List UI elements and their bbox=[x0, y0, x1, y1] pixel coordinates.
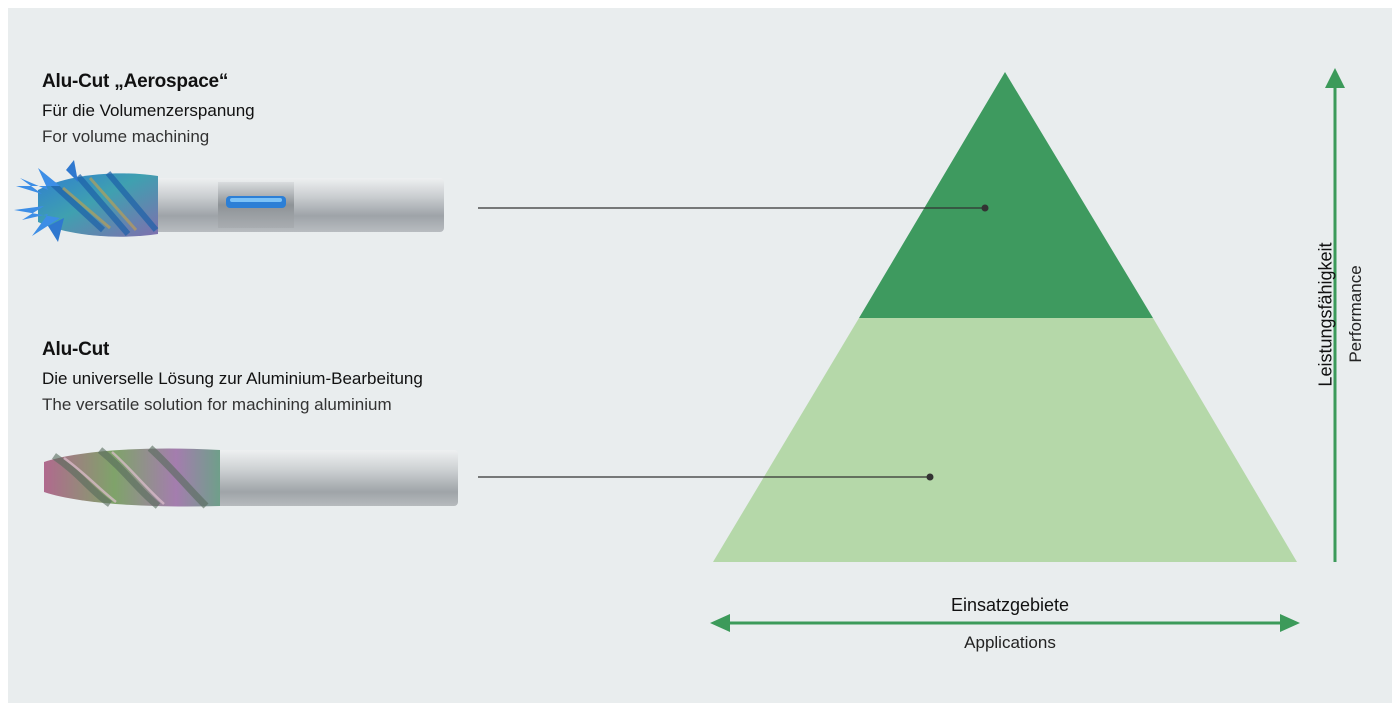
product-title: Alu-Cut „Aerospace“ bbox=[42, 71, 229, 92]
pyramid-tier-bottom bbox=[713, 318, 1297, 562]
product-title: Alu-Cut bbox=[42, 339, 110, 360]
product-aerospace: Alu-Cut „Aerospace“ Für die Volumenzersp… bbox=[42, 70, 255, 149]
arrow-up-head bbox=[1325, 68, 1345, 88]
product-standard: Alu-Cut Die universelle Lösung zur Alumi… bbox=[42, 338, 423, 417]
end-mill-aerospace-illustration bbox=[14, 160, 444, 242]
axis-label-applications-en: Applications bbox=[964, 633, 1056, 652]
axis-label-applications-de: Einsatzgebiete bbox=[950, 595, 1070, 615]
product-subtitle-de: Die universelle Lösung zur Aluminium-Bea… bbox=[42, 369, 423, 388]
product-subtitle-de: Für die Volumenzerspanung bbox=[42, 101, 255, 120]
pyramid-tier-top bbox=[859, 72, 1153, 318]
connector-dot-standard bbox=[926, 473, 934, 481]
product-subtitle-en: The versatile solution for machining alu… bbox=[42, 395, 392, 414]
arrow-left-head bbox=[710, 614, 730, 632]
axis-label-performance-en: Performance bbox=[1346, 265, 1365, 363]
axis-label-performance-de: Leistungsfähigkeit bbox=[1315, 242, 1336, 387]
connector-dot-aerospace bbox=[981, 204, 989, 212]
end-mill-standard-illustration bbox=[44, 445, 458, 509]
product-subtitle-en: For volume machining bbox=[42, 127, 210, 146]
arrow-right-head bbox=[1280, 614, 1300, 632]
